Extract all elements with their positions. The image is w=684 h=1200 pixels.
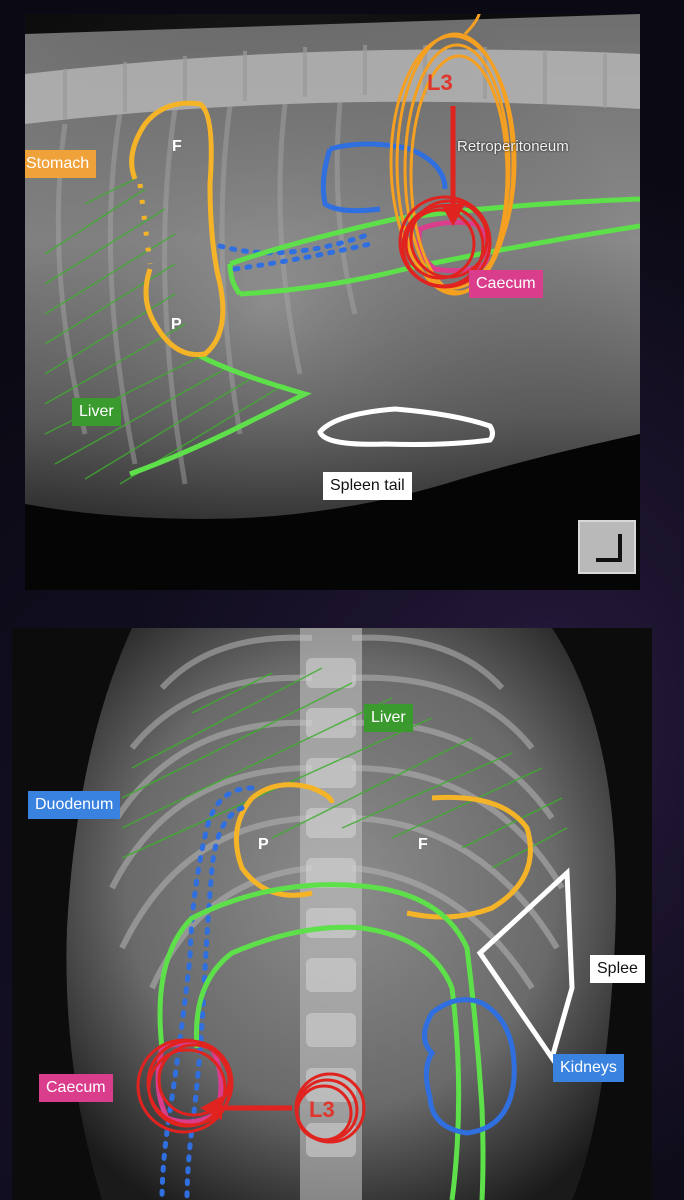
lateral-bowel-upper bbox=[229, 196, 640, 267]
vd-kidney-outline bbox=[422, 997, 517, 1136]
label-vd-caecum: Caecum bbox=[39, 1074, 113, 1102]
lateral-radiograph: Stomach F P Liver Spleen tail Retroperit… bbox=[25, 14, 640, 590]
lateral-bowel-lower bbox=[239, 223, 640, 297]
retroperitoneum-arc bbox=[329, 141, 448, 190]
lateral-duodenum bbox=[217, 231, 373, 256]
label-vd-l3: L3 bbox=[309, 1097, 335, 1122]
vd-bowel-outer bbox=[157, 882, 486, 1200]
label-vd-liver: Liver bbox=[364, 704, 413, 732]
vd-spleen-outline bbox=[476, 867, 575, 1064]
lateral-xray-image bbox=[25, 14, 640, 590]
label-retroperitoneum: Retroperitoneum bbox=[457, 138, 569, 155]
label-fundus: F bbox=[172, 138, 182, 155]
label-vd-spleen: Splee bbox=[590, 955, 645, 983]
vd-duodenum bbox=[159, 785, 255, 1200]
vd-caecum-circles bbox=[136, 1038, 234, 1134]
lateral-liver-hatch bbox=[44, 178, 286, 485]
label-caecum: Caecum bbox=[469, 270, 543, 298]
label-stomach: Stomach bbox=[25, 150, 97, 178]
label-liver: Liver bbox=[72, 398, 121, 426]
ventrodorsal-radiograph: Liver Duodenum P F Splee Kidneys Caecum … bbox=[12, 628, 652, 1200]
label-duodenum: Duodenum bbox=[28, 791, 121, 819]
label-vd-pylorus: P bbox=[258, 836, 269, 853]
lateral-l3-scribble bbox=[389, 14, 517, 296]
vd-xray-image bbox=[12, 628, 652, 1200]
spleen-tail-outline bbox=[317, 406, 495, 447]
vd-stomach-pylorus bbox=[233, 782, 335, 898]
label-l3: L3 bbox=[427, 70, 453, 95]
label-spleen-tail: Spleen tail bbox=[323, 472, 412, 500]
vd-l3-circles bbox=[294, 1072, 366, 1144]
orientation-marker-icon bbox=[578, 520, 636, 574]
vd-stomach-fundus bbox=[406, 794, 533, 920]
label-vd-fundus: F bbox=[418, 836, 428, 853]
vd-bowel-inner bbox=[193, 924, 462, 1200]
label-pylorus: P bbox=[171, 316, 182, 333]
lateral-liver-outline bbox=[129, 353, 312, 477]
vd-ribs bbox=[109, 634, 565, 990]
lateral-stomach-outline bbox=[143, 100, 226, 358]
label-kidneys: Kidneys bbox=[553, 1054, 624, 1082]
vd-liver-hatch bbox=[121, 667, 568, 869]
